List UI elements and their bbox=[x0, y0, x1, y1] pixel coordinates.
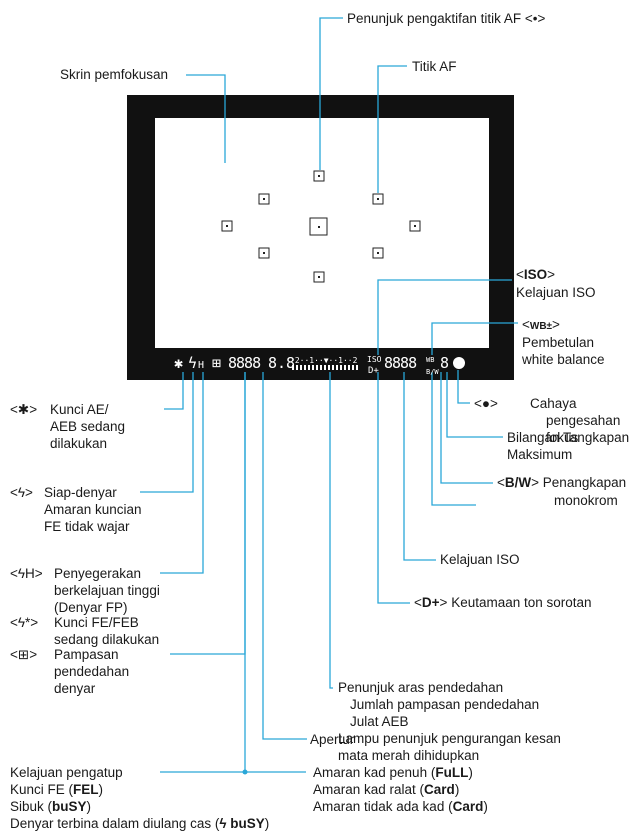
lcd-htp: D+ bbox=[368, 366, 379, 376]
label-af-activation: Penunjuk pengaktifan titik AF <•> bbox=[347, 11, 546, 26]
lcd-readout: ✱ ϟ H ⊞ 8888 8.8 ·2··1··▼··1··2 ISO D+ 8… bbox=[170, 353, 470, 376]
label-hs-1: Penyegerakan bbox=[54, 566, 142, 581]
label-focus-screen: Skrin pemfokusan bbox=[60, 67, 169, 82]
label-ael-3: dilakukan bbox=[50, 436, 108, 451]
label-shutter-3: Sibuk (buSY) bbox=[10, 799, 92, 814]
label-shutter-2: Kunci FE (FEL) bbox=[10, 782, 104, 797]
label-fec-3: denyar bbox=[54, 681, 96, 696]
label-confirm-2: pengesahan bbox=[546, 413, 621, 428]
label-ael-2: AEB sedang bbox=[50, 419, 126, 434]
lcd-iso-digits: 8888 bbox=[384, 354, 417, 372]
label-htp: <D+> Keutamaan ton sorotan bbox=[414, 595, 592, 610]
lcd-wb: WB bbox=[426, 356, 435, 364]
lcd-flash: ϟ bbox=[188, 354, 198, 372]
label-confirm-3: fokus bbox=[546, 430, 579, 445]
label-exp-4: Lampu penunjuk pengurangan kesan bbox=[338, 731, 561, 746]
lcd-bw: B/W bbox=[426, 368, 439, 376]
viewfinder-frame bbox=[127, 95, 514, 380]
label-wb-corr-1: Pembetulan bbox=[522, 335, 595, 350]
label-exp-3: Julat AEB bbox=[350, 714, 409, 729]
label-maxburst-1: Bilangan Tangkapan bbox=[507, 430, 630, 445]
label-fel-2: sedang dilakukan bbox=[54, 632, 160, 647]
label-af-point: Titik AF bbox=[412, 59, 457, 74]
label-ael-1: Kunci AE/ bbox=[50, 402, 109, 417]
lcd-focus-confirm bbox=[453, 357, 465, 369]
label-hs-symbol: <ϟH> bbox=[10, 566, 43, 581]
label-iso-speed-top: Kelajuan ISO bbox=[516, 285, 596, 300]
label-bw-2: monokrom bbox=[554, 493, 618, 508]
label-exp-5: mata merah dihidupkan bbox=[338, 748, 480, 763]
lcd-exposure-bar bbox=[292, 365, 360, 370]
label-shutter-1: Kelajuan pengatup bbox=[10, 765, 123, 780]
label-hs-3: (Denyar FP) bbox=[54, 600, 128, 615]
label-flash-symbol: <ϟ> bbox=[10, 485, 33, 500]
label-card-1: Amaran kad penuh (FuLL) bbox=[313, 765, 473, 780]
leader-lines bbox=[140, 17, 518, 773]
lcd-exposure-scale: ·2··1··▼··1··2 bbox=[290, 356, 358, 365]
label-fec-symbol: <⊞> bbox=[10, 647, 38, 662]
lcd-burst: 8 bbox=[440, 354, 450, 372]
label-wb-corr-2: white balance bbox=[522, 352, 605, 367]
label-ael-symbol: <✱> bbox=[10, 402, 38, 417]
label-aperture: Apertur bbox=[310, 732, 355, 747]
label-fel-symbol: <ϟ*> bbox=[10, 615, 39, 630]
label-iso-speed-2: Kelajuan ISO bbox=[440, 552, 520, 567]
label-fec-2: pendedahan bbox=[54, 664, 130, 679]
label-flash-3: FE tidak wajar bbox=[44, 519, 130, 534]
label-maxburst-2: Maksimum bbox=[507, 447, 573, 462]
label-exp-2: Jumlah pampasan pendedahan bbox=[350, 697, 540, 712]
lcd-hs: H bbox=[198, 360, 205, 371]
label-confirm-1: Cahaya bbox=[530, 396, 577, 411]
label-fel-1: Kunci FE/FEB bbox=[54, 615, 139, 630]
lcd-ael: ✱ bbox=[174, 354, 184, 372]
label-wb-symbol: <WB±> bbox=[522, 317, 560, 332]
label-hs-2: berkelajuan tinggi bbox=[54, 583, 160, 598]
label-bw-symbol: <B/W> Penangkapan bbox=[497, 475, 627, 490]
label-exp-1: Penunjuk aras pendedahan bbox=[338, 680, 504, 695]
lcd-fec: ⊞ bbox=[212, 354, 222, 372]
af-points bbox=[221, 170, 421, 283]
lcd-iso: ISO bbox=[367, 355, 382, 364]
lcd-shutter: 8888 bbox=[228, 354, 261, 372]
lcd-aperture: 8.8 bbox=[268, 354, 296, 372]
label-iso-symbol: <ISO> bbox=[516, 267, 556, 282]
label-card-3: Amaran tidak ada kad (Card) bbox=[313, 799, 488, 814]
label-fec-1: Pampasan bbox=[54, 647, 119, 662]
label-flash-2: Amaran kuncian bbox=[44, 502, 142, 517]
label-confirm-symbol: <●> bbox=[474, 396, 498, 411]
label-shutter-4: Denyar terbina dalam diulang cas (ϟ buSY… bbox=[10, 816, 270, 831]
label-flash-1: Siap-denyar bbox=[44, 485, 117, 500]
label-card-2: Amaran kad ralat (Card) bbox=[313, 782, 460, 797]
